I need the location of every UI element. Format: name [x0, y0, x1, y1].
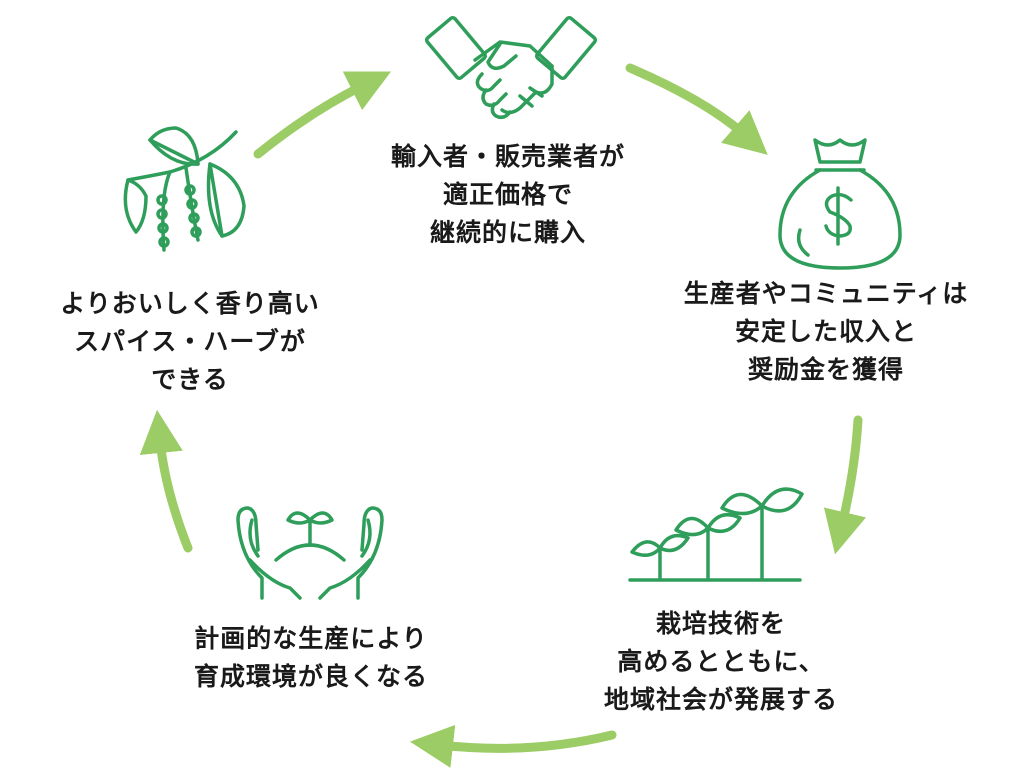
caption-line: 栽培技術を [655, 609, 786, 638]
caption-line: よりおいしく香り高い [60, 289, 320, 318]
caption-line: スパイス・ハーブが [74, 327, 306, 356]
caption-line: 計画的な生産により [194, 624, 428, 653]
caption-skills: 栽培技術を 高めるとともに、 地域社会が発展する [580, 605, 862, 719]
seedlings-icon [628, 487, 804, 582]
caption-environment: 計画的な生産により 育成環境が良くなる [170, 620, 452, 696]
caption-line: 輸入者・販売業者が [390, 142, 625, 171]
pepper-plant-icon [123, 126, 246, 252]
caption-income: 生産者やコミュニティは 安定した収入と 奨励金を獲得 [670, 275, 982, 389]
cycle-arrow-left [139, 409, 193, 553]
caption-line: 奨励金を獲得 [747, 355, 904, 384]
caption-line: 高めるとともに、 [617, 647, 825, 676]
hands-sprout-icon [236, 506, 384, 600]
cycle-arrow-right [823, 415, 867, 555]
handshake-icon [424, 15, 598, 120]
caption-line: 地域社会が発展する [603, 685, 838, 714]
caption-line: 育成環境が良くなる [193, 662, 428, 691]
cycle-arrow-top-right [625, 63, 768, 155]
caption-spices: よりおいしく香り高い スパイス・ハーブが できる [40, 285, 340, 399]
caption-line: 適正価格で [442, 180, 573, 209]
cycle-arrow-bottom [409, 724, 617, 768]
caption-line: 生産者やコミュニティは [683, 279, 969, 308]
caption-importer: 輸入者・販売業者が 適正価格で 継続的に購入 [370, 138, 646, 252]
cycle-arrow-top [253, 71, 392, 159]
money-bag-icon [778, 138, 902, 270]
caption-line: 継続的に購入 [429, 218, 586, 247]
caption-line: できる [151, 365, 229, 394]
caption-line: 安定した収入と [734, 317, 917, 346]
